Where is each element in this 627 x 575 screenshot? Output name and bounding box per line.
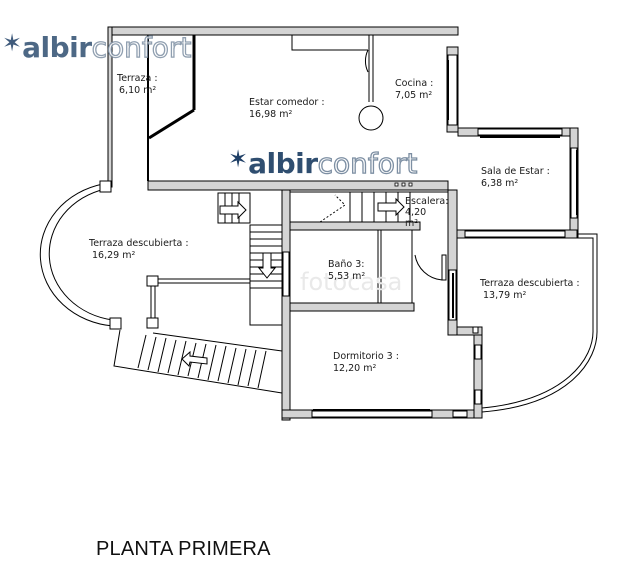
room-area: 13,79 m² xyxy=(483,290,527,301)
room-area: 16,98 m² xyxy=(249,109,293,120)
bano-partition xyxy=(377,230,479,334)
room-name: Terraza descubierta : xyxy=(480,278,580,289)
room-area: 6,10 m² xyxy=(119,85,157,96)
room-label-cocina: Cocina : 7,05 m² xyxy=(395,78,433,102)
albir-confort-logo-top: ✶albirconfort xyxy=(2,31,192,64)
right-terrace xyxy=(481,233,598,413)
room-label-bano: Baño 3: 5,53 m² xyxy=(328,259,365,283)
stair-arrows xyxy=(181,197,405,367)
room-area: 6,38 m² xyxy=(481,178,519,189)
markers xyxy=(394,182,413,187)
room-area: 7,05 m² xyxy=(395,90,433,101)
watermark: fotocasa xyxy=(300,268,403,296)
left-terrace xyxy=(39,180,283,394)
room-name: Escalera: xyxy=(405,196,449,207)
logo-albir-text: albir xyxy=(22,31,92,64)
star-icon: ✶ xyxy=(228,145,249,173)
room-name: Cocina : xyxy=(395,78,434,89)
room-name: Dormitorio 3 : xyxy=(333,351,399,362)
room-label-sala-de-estar: Sala de Estar : 6,38 m² xyxy=(481,166,550,190)
room-name: Terraza : xyxy=(117,73,158,84)
room-label-estar-comedor: Estar comedor : 16,98 m² xyxy=(249,97,325,121)
room-name: Baño 3: xyxy=(328,259,365,270)
room-label-terraza: Terraza : 6,10 m² xyxy=(117,73,158,97)
albir-confort-logo-center: ✶albirconfort xyxy=(228,147,418,180)
room-name: Sala de Estar : xyxy=(481,166,550,177)
room-unit: m² xyxy=(405,218,419,229)
logo-confort-text: confort xyxy=(91,31,192,64)
room-area: 4,20 xyxy=(405,207,427,218)
star-icon: ✶ xyxy=(2,29,23,57)
floor-title: PLANTA PRIMERA xyxy=(96,538,271,560)
logo-confort-text: confort xyxy=(317,147,418,180)
cocina-partition xyxy=(291,35,384,131)
heavy-lines xyxy=(147,35,578,411)
room-label-escalera: Escalera: 4,20 m² xyxy=(405,196,448,229)
room-label-terraza-descubierta-left: Terraza descubierta : 16,29 m² xyxy=(89,238,189,262)
room-area: 16,29 m² xyxy=(92,250,136,261)
room-area: 12,20 m² xyxy=(333,363,377,374)
room-name: Estar comedor : xyxy=(249,97,325,108)
room-label-dormitorio: Dormitorio 3 : 12,20 m² xyxy=(333,351,399,375)
room-name: Terraza descubierta : xyxy=(89,238,189,249)
room-label-terraza-descubierta-right: Terraza descubierta : 13,79 m² xyxy=(480,278,580,302)
windows xyxy=(282,54,578,418)
room-area: 5,53 m² xyxy=(328,271,366,282)
logo-albir-text: albir xyxy=(248,147,318,180)
